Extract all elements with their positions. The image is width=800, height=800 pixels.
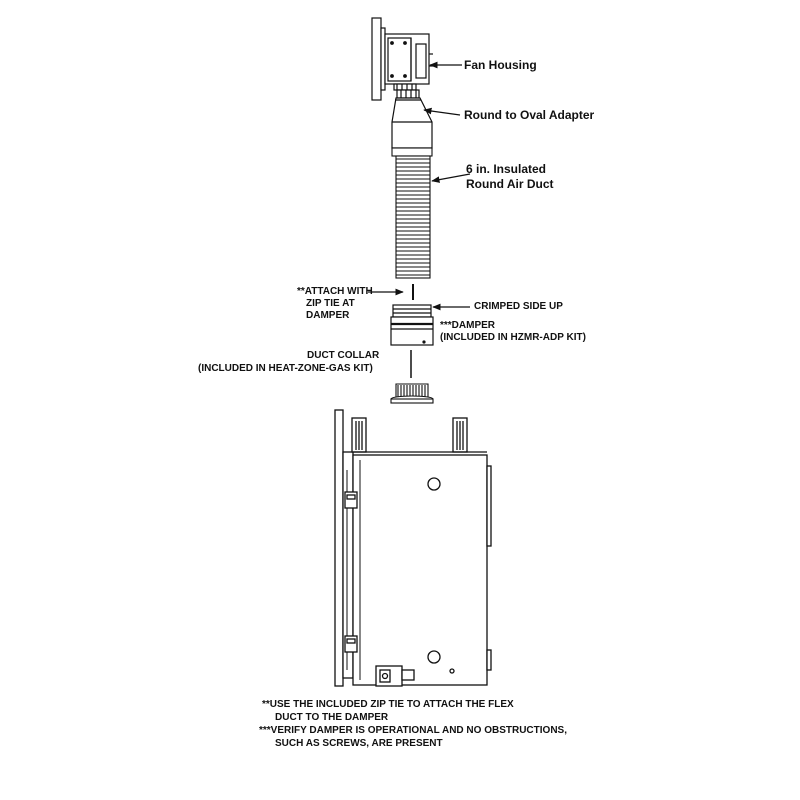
label-adapter: Round to Oval Adapter <box>464 108 595 122</box>
label-duct-line2: Round Air Duct <box>466 177 554 191</box>
label-attach-line3: DAMPER <box>306 310 350 321</box>
note-line2: DUCT TO THE DAMPER <box>275 712 389 723</box>
label-damper-line2: (INCLUDED IN HZMR-ADP KIT) <box>440 332 586 343</box>
arrow-duct <box>431 173 471 183</box>
label-attach-line1: **ATTACH WITH <box>297 286 373 297</box>
label-duct-line1: 6 in. Insulated <box>466 162 547 176</box>
insulated-flex-duct <box>391 147 433 279</box>
round-to-oval-adapter <box>391 89 433 149</box>
label-collar-line1: DUCT COLLAR <box>307 350 380 361</box>
note-line4: SUCH AS SCREWS, ARE PRESENT <box>275 738 443 749</box>
note-line1: **USE THE INCLUDED ZIP TIE TO ATTACH THE… <box>262 699 514 710</box>
heater-unit <box>334 409 492 687</box>
label-attach-line2: ZIP TIE AT <box>306 298 355 309</box>
label-collar-line2: (INCLUDED IN HEAT-ZONE-GAS KIT) <box>198 363 373 374</box>
damper <box>390 304 434 346</box>
label-crimped: CRIMPED SIDE UP <box>474 301 563 312</box>
label-damper-line1: ***DAMPER <box>440 320 496 331</box>
label-fan-housing: Fan Housing <box>464 58 537 72</box>
duct-collar <box>390 383 434 404</box>
arrow-adapter <box>423 107 461 116</box>
fan-housing <box>371 17 433 101</box>
note-line3: ***VERIFY DAMPER IS OPERATIONAL AND NO O… <box>259 725 567 736</box>
leader-arrows <box>368 61 471 311</box>
